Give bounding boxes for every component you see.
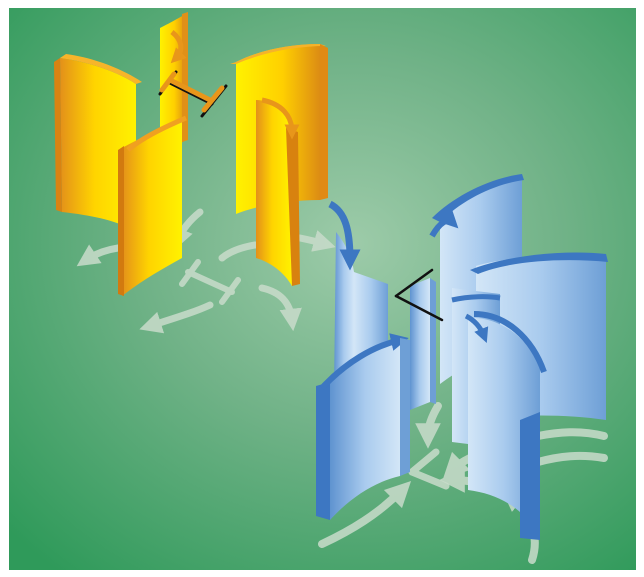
blue-blade-side-edge — [316, 382, 330, 520]
gold-blade — [256, 100, 292, 286]
gold-blade-side-edge — [182, 12, 188, 142]
blue-blade — [410, 278, 430, 410]
flow-arrow — [538, 432, 604, 436]
gold-blade-side-edge — [320, 44, 328, 200]
gold-blade-side-edge — [118, 146, 124, 296]
blue-blade-side-edge — [400, 338, 410, 476]
blue-blade-side-edge — [520, 412, 540, 540]
blue-blade-side-edge — [430, 278, 436, 404]
